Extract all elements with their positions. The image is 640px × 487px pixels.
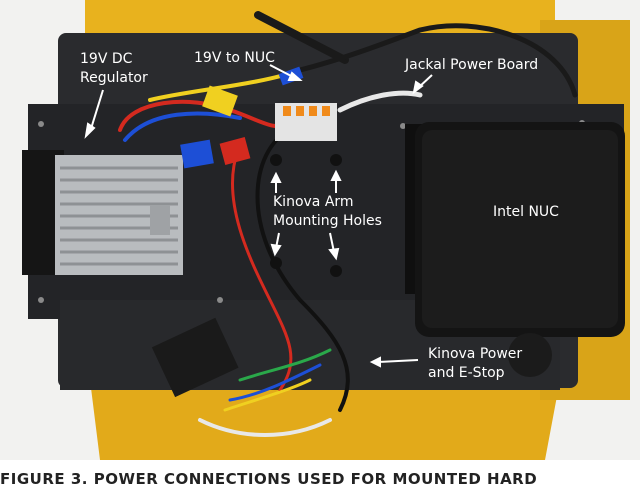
figure-caption: FIGURE 3. POWER CONNECTIONS USED FOR MOU…	[0, 470, 538, 487]
mount-hole	[330, 265, 342, 277]
jackal-board-label: Jackal Power Board	[405, 57, 539, 73]
mount-holes-label-line1: Kinova Arm	[273, 194, 354, 210]
kinova-power-label-line2: and E-Stop	[428, 365, 505, 381]
regulator-label-line1: 19V DC	[80, 51, 133, 67]
chassis-bottom	[90, 380, 560, 460]
mount-hole	[330, 154, 342, 166]
intel-nuc-unit	[405, 122, 625, 337]
nuc-power-label: 19V to NUC	[194, 50, 275, 66]
regulator-label-line2: Regulator	[80, 70, 148, 86]
mount-hole	[270, 154, 282, 166]
regulator-heatsink	[55, 155, 183, 275]
intel-nuc-label: Intel NUC	[493, 204, 559, 220]
kinova-power-label-line1: Kinova Power	[428, 346, 523, 362]
wago-connector	[275, 103, 337, 141]
hardware-photo	[0, 0, 640, 460]
mount-holes-label-line2: Mounting Holes	[273, 213, 382, 229]
